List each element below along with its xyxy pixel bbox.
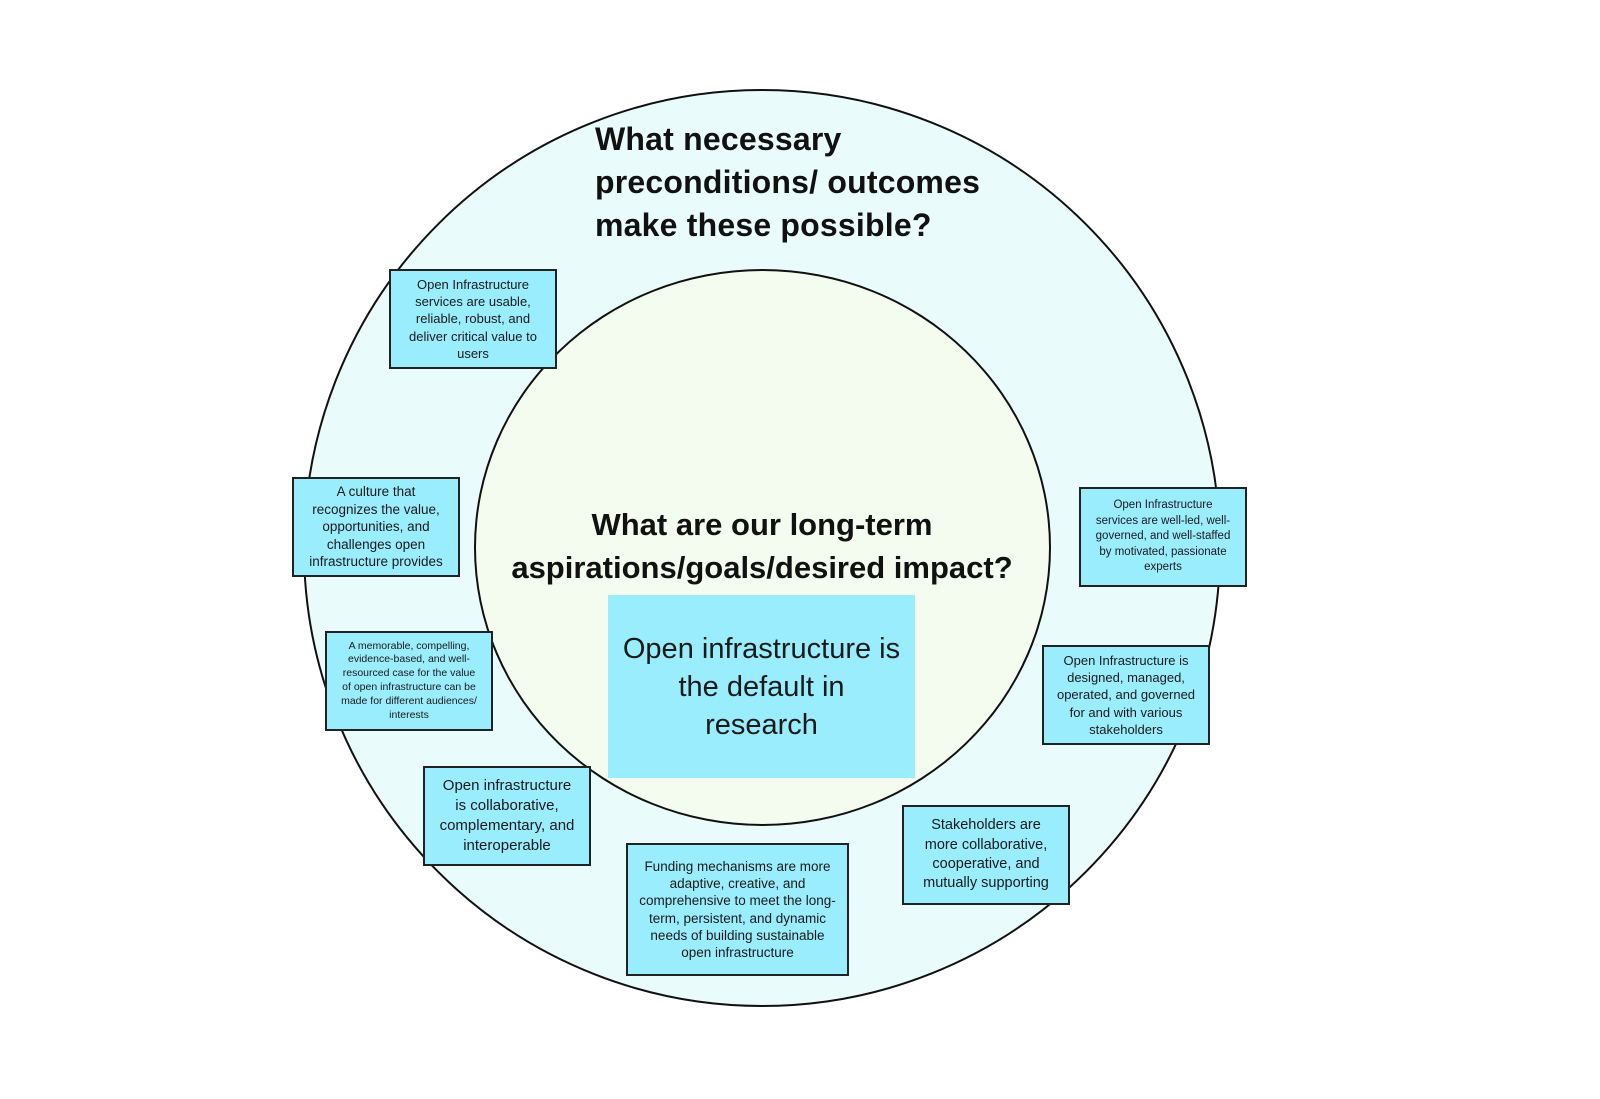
outer-ring-heading: What necessary preconditions/ outcomes m… — [595, 121, 981, 243]
precondition-note-stakeholders: Stakeholders are more collaborative, coo… — [902, 805, 1070, 905]
precondition-note-funding: Funding mechanisms are more adaptive, cr… — [626, 843, 849, 976]
precondition-note-culture: A culture that recognizes the value, opp… — [292, 477, 460, 577]
long-term-goal-box: Open infrastructure is the default in re… — [608, 595, 915, 778]
precondition-note-governance-design: Open Infrastructure is designed, managed… — [1042, 645, 1210, 745]
inner-circle-heading: What are our long-term aspirations/goals… — [511, 507, 1013, 585]
precondition-note-interoperable: Open infrastructure is collaborative, co… — [423, 766, 591, 866]
precondition-note-value-case: A memorable, compelling, evidence-based,… — [325, 631, 493, 731]
precondition-note-usable-services: Open Infrastructure services are usable,… — [389, 269, 557, 369]
precondition-note-well-led: Open Infrastructure services are well-le… — [1079, 487, 1247, 587]
